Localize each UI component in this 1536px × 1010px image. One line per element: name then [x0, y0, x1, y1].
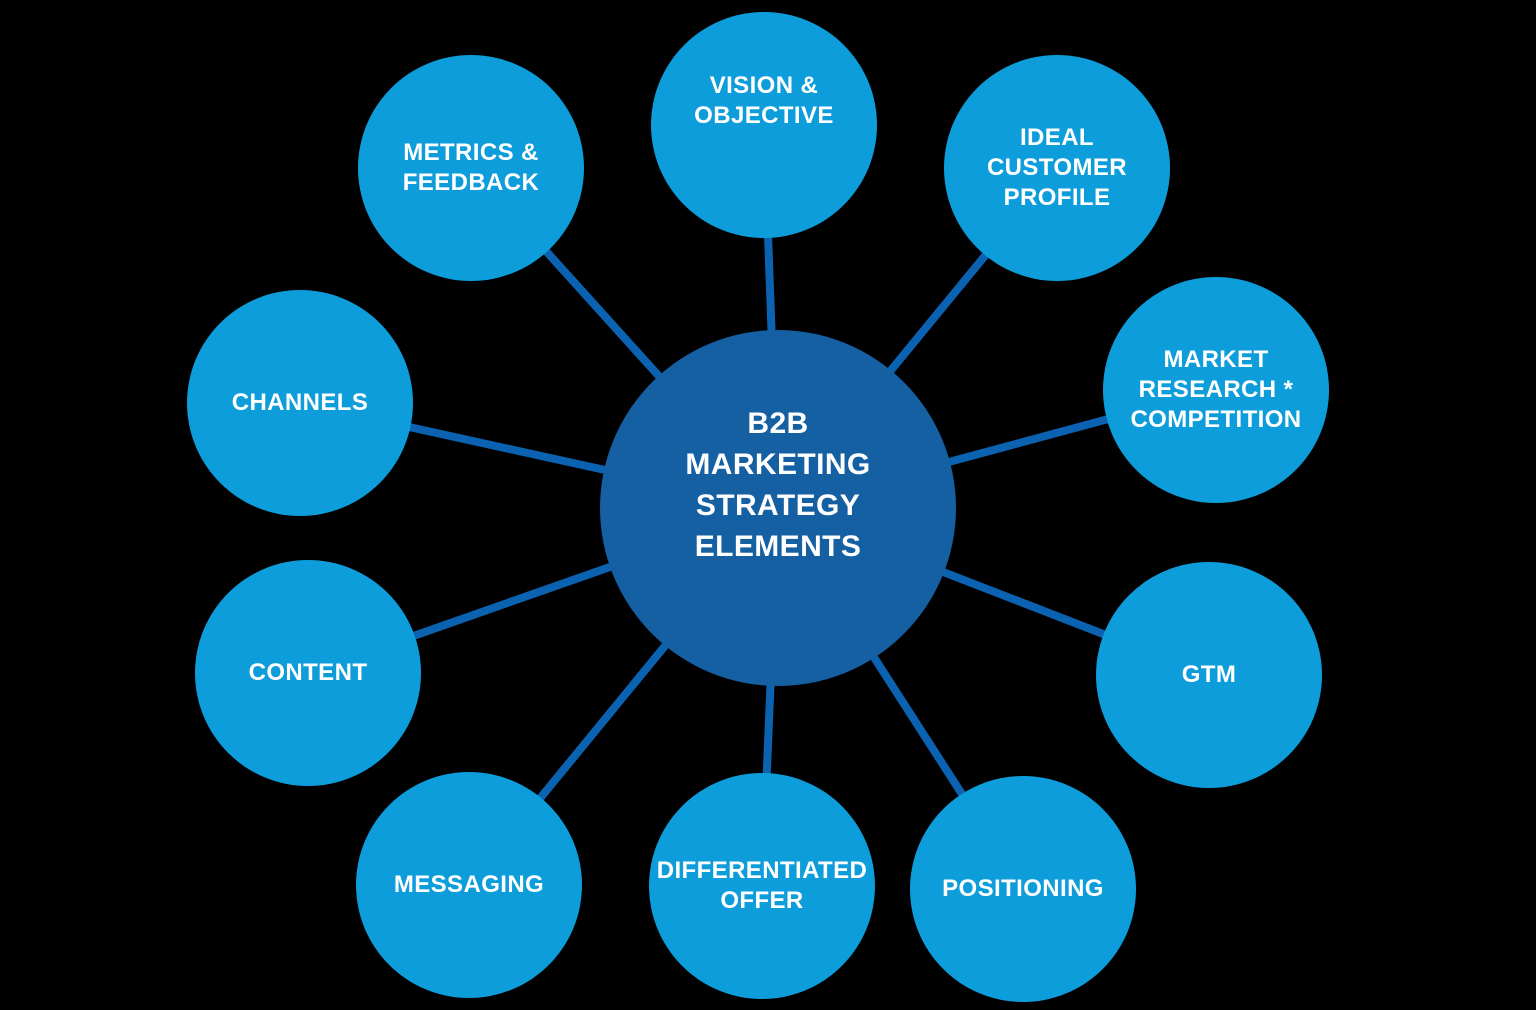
node-content: CONTENT — [195, 560, 421, 786]
node-gtm: GTM — [1096, 562, 1322, 788]
node-label: MESSAGING — [393, 871, 545, 898]
hub-b2b-marketing-strategy-elements: B2B MARKETING STRATEGY ELEMENTS — [600, 330, 956, 686]
node-positioning: POSITIONING — [910, 776, 1136, 1002]
node-market-research-competition: MARKET RESEARCH * COMPETITION — [1103, 277, 1329, 503]
node-label: GTM — [1181, 661, 1237, 688]
node-label: VISION & OBJECTIVE — [694, 72, 834, 129]
node-label: METRICS & FEEDBACK — [402, 139, 540, 196]
node-label: CHANNELS — [231, 389, 369, 416]
node-metrics-feedback: METRICS & FEEDBACK — [358, 55, 584, 281]
node-label: CONTENT — [248, 659, 368, 686]
node-label: POSITIONING — [942, 875, 1104, 902]
node-ideal-customer-profile: IDEAL CUSTOMER PROFILE — [944, 55, 1170, 281]
node-label: DIFFERENTIATED OFFER — [656, 857, 868, 914]
hub-label: B2B MARKETING STRATEGY ELEMENTS — [685, 407, 871, 563]
node-vision-objective: VISION & OBJECTIVE — [651, 12, 877, 238]
node-messaging: MESSAGING — [356, 772, 582, 998]
node-label: MARKET RESEARCH * COMPETITION — [1130, 346, 1302, 433]
node-label: IDEAL CUSTOMER PROFILE — [986, 124, 1128, 211]
node-channels: CHANNELS — [187, 290, 413, 516]
node-differentiated-offer: DIFFERENTIATED OFFER — [649, 773, 875, 999]
